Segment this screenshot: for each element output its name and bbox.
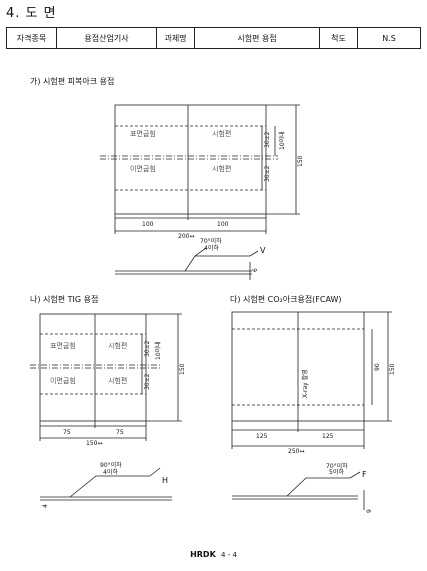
drawing-b-dim-height: 150 (179, 363, 186, 375)
drawing-c-dim-total: 250↔ (288, 448, 305, 455)
drawing-b-thickness: 4 (42, 504, 49, 508)
drawing-a-label-bottom-right: 시험편 (212, 165, 232, 173)
drawing-c-weld-angle: 70°이하 (326, 463, 348, 470)
drawing-b-label-top-right: 시험편 (108, 342, 128, 350)
drawing-a-label-top-right: 시험편 (212, 130, 232, 138)
drawing-b-label-top-left: 표면굽힘 (50, 342, 76, 350)
drawing-c-weld-type: F (362, 470, 367, 479)
drawing-a-dim-strip-bottom: 30±2 (264, 165, 271, 182)
drawing-b-title: 나) 시험편 TIG 용접 (30, 295, 99, 304)
drawing-a-dim-total: 200↔ (178, 233, 195, 240)
drawing-b-weld-type: H (162, 476, 169, 485)
drawing-b-dim-strip-top: 30±2 (144, 340, 151, 357)
drawing-b-dim-cut: 10이내 (155, 341, 162, 360)
drawing-c-dim-inner: 90 (374, 363, 381, 371)
drawing-a-weld-type: V (260, 246, 266, 255)
drawing-a-dim-height: 150 (297, 155, 304, 167)
page-footer: HRDK 4 - 4 (0, 550, 427, 559)
drawing-b-label-bottom-right: 시험편 (108, 377, 128, 385)
drawing-b-weld-sub: 4이하 (103, 469, 118, 476)
drawing-b-dim-right: 75 (116, 429, 124, 436)
drawing-a-weld-sub: 4이하 (204, 245, 219, 252)
drawing-a-label-top-left: 표면굽힘 (130, 130, 156, 138)
page-number: 4 - 4 (221, 551, 237, 559)
drawing-a-dim-strip-top: 30±2 (264, 131, 271, 148)
drawing-a-dim-left: 100 (142, 221, 154, 228)
section-title: 4. 도 면 (6, 6, 57, 21)
drawing-a-weld-angle: 70°이하 (200, 238, 222, 245)
drawing-c-dim-left: 125 (256, 433, 268, 440)
drawing-c-xray-label: X-ray 촬영 (302, 369, 309, 398)
drawing-b-weld-angle: 90°이하 (100, 462, 122, 469)
drawing-b-label-bottom-left: 이면굽힘 (50, 377, 76, 385)
drawing-b-dim-strip-bottom: 30±2 (144, 373, 151, 390)
hrdk-logo: HRDK (190, 550, 216, 559)
drawing-a-thickness: 6 (252, 268, 259, 272)
drawing-b-dim-total: 150↔ (86, 440, 103, 447)
drawing-b-dim-left: 75 (63, 429, 71, 436)
info-table: 자격종목 용접산업기사 과제명 시험편 용접 척도 N.S (6, 27, 421, 49)
drawing-a-label-bottom-left: 이면굽힘 (130, 165, 156, 173)
drawing-a-dim-right: 100 (217, 221, 229, 228)
drawing-c-weld-sub: 5이하 (329, 469, 344, 476)
drawing-c-title: 다) 시험편 CO₂아크용접(FCAW) (230, 295, 342, 304)
drawing-a-plate (114, 104, 267, 215)
drawing-c-dim-right: 125 (322, 433, 334, 440)
info-cell-scale-value: N.S (357, 27, 421, 49)
drawing-a-title: 가) 시험편 피복아크 용접 (30, 77, 115, 86)
info-cell-task-value: 시험편 용접 (194, 27, 320, 49)
drawing-c-dim-height: 150 (389, 363, 396, 375)
drawing-a-dim-cut: 10이내 (279, 131, 286, 150)
drawing-c-thickness: 9 (366, 509, 373, 513)
